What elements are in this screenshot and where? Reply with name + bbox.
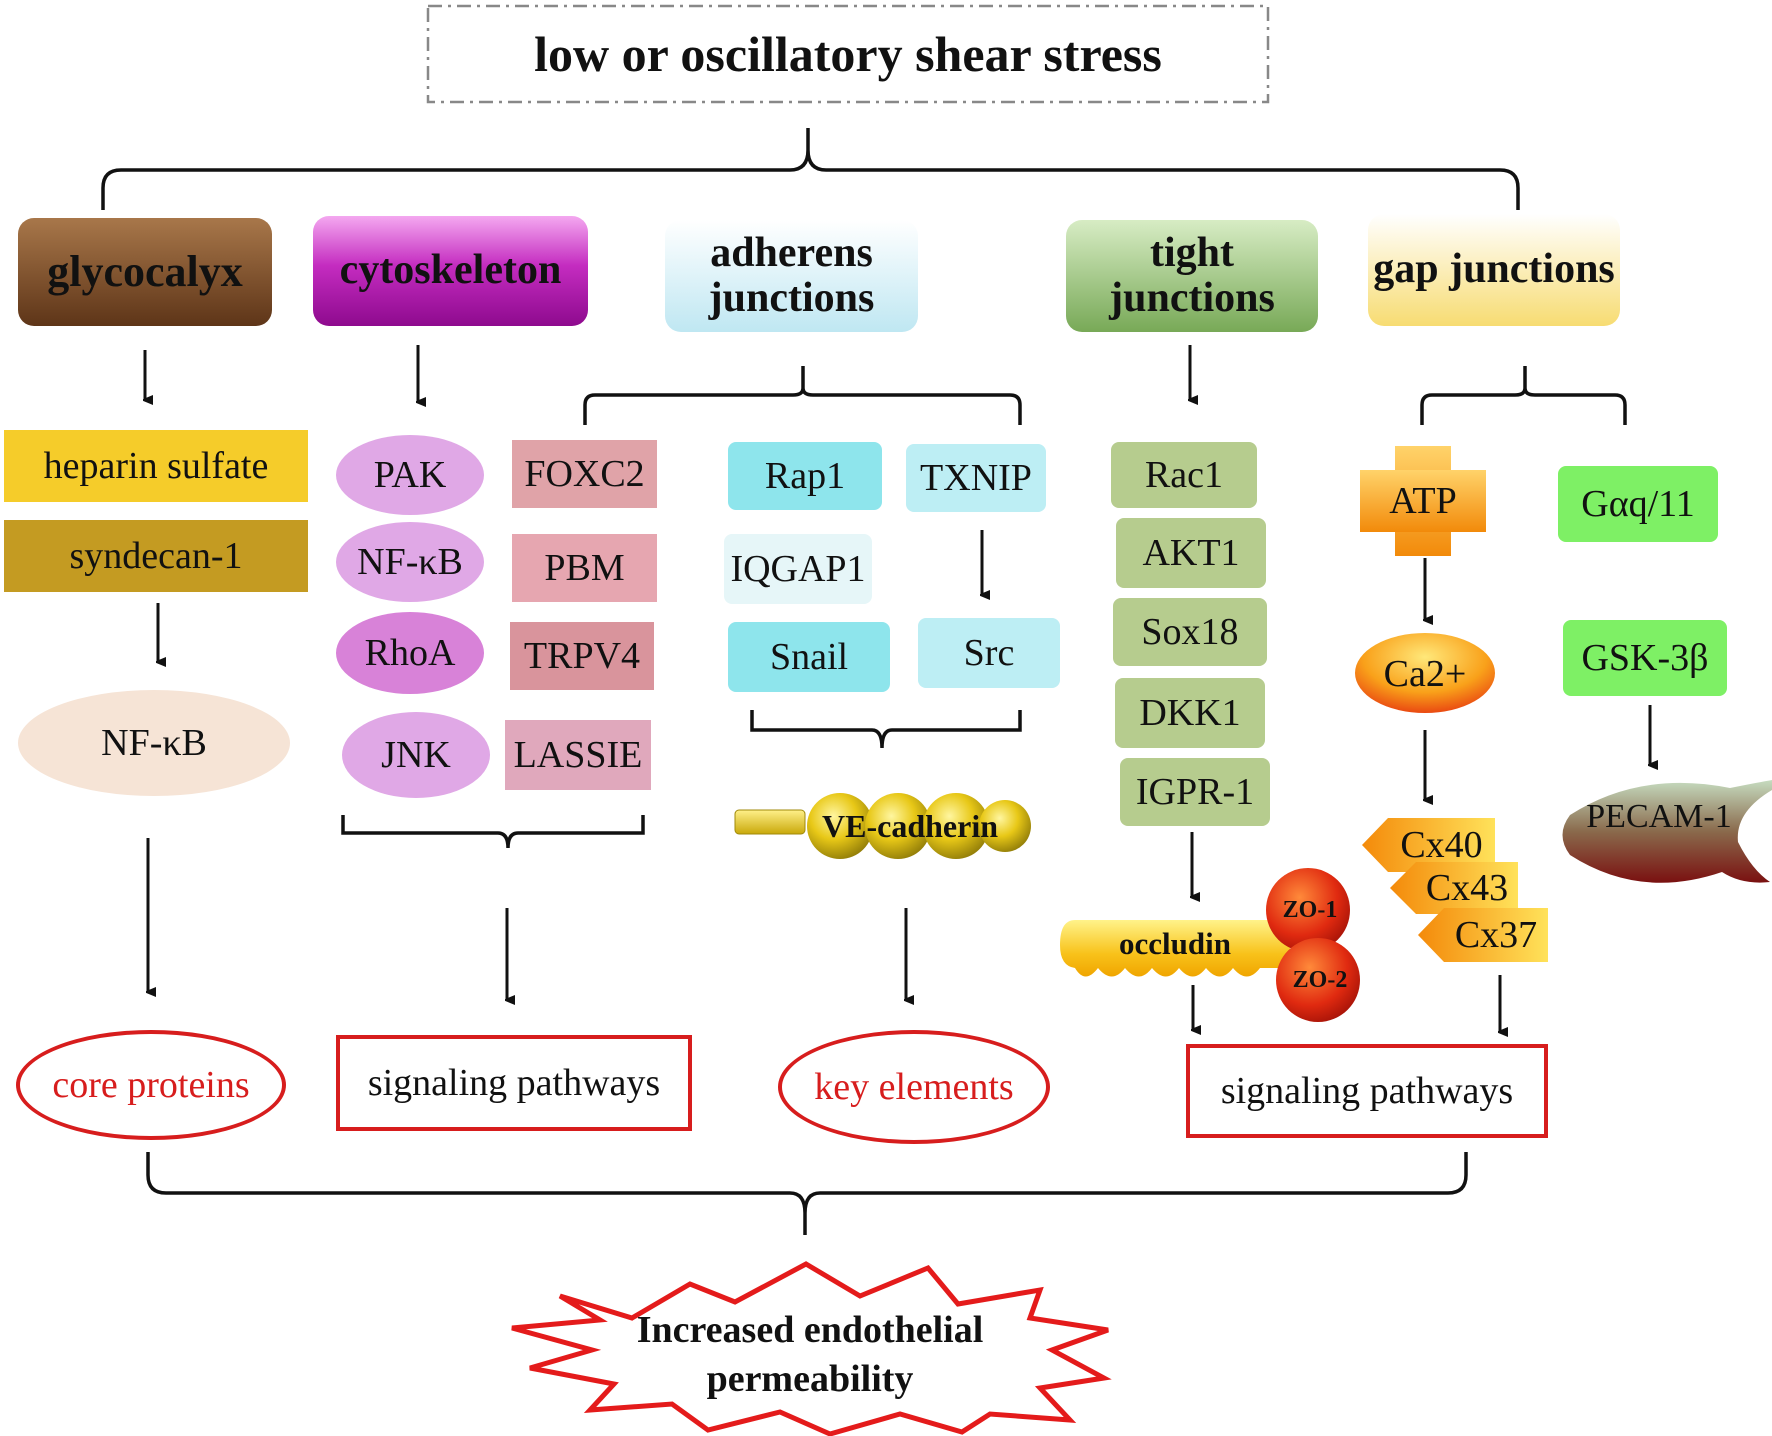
category-cytoskeleton: cytoskeleton: [339, 247, 562, 294]
occludin-molecule: [1060, 868, 1360, 1022]
node-dkk1: DKK1: [1115, 678, 1265, 748]
label-ve-cadherin: VE-cadherin: [822, 807, 998, 844]
outcome-key-elements: key elements: [778, 1030, 1050, 1144]
cx40-shape: [1362, 818, 1495, 872]
node-gaq-11: Gαq/11: [1558, 466, 1718, 542]
node-rac1: Rac1: [1111, 442, 1257, 508]
node-syndecan-1: syndecan-1: [4, 520, 308, 592]
category-glycocalyx: glycocalyx: [47, 247, 243, 297]
node-sox18: Sox18: [1113, 598, 1267, 666]
label-occludin: occludin: [1119, 926, 1231, 961]
node-ca2: Ca2+: [1383, 653, 1467, 695]
node-nf-kb-glycocalyx: NF-κB: [18, 690, 290, 796]
pecam-shape: [1562, 780, 1772, 883]
adherens-lower-brace: [750, 710, 1022, 749]
node-akt1: AKT1: [1116, 518, 1266, 588]
node-snail: Snail: [728, 622, 890, 692]
outcome-signaling-pathways-cytoskeleton: signaling pathways: [336, 1035, 692, 1131]
atp-cross-shape: [1360, 446, 1486, 556]
node-gsk-3b: GSK-3β: [1563, 620, 1727, 696]
node-pecam-1: PECAM-1: [1586, 798, 1732, 835]
node-atp: ATP: [1389, 480, 1457, 522]
final-outcome: Increased endothelial permeability: [636, 1308, 984, 1400]
node-rhoa: RhoA: [336, 612, 484, 694]
category-tight-junctions: tight junctions: [1109, 229, 1275, 321]
diagram-title: low or oscillatory shear stress: [534, 26, 1162, 82]
node-igpr-1: IGPR-1: [1120, 758, 1270, 826]
node-iqgap1: IQGAP1: [724, 534, 872, 604]
gap-header-bg: [1368, 214, 1620, 326]
node-foxc2: FOXC2: [512, 440, 657, 508]
outcome-signaling-pathways-shared: signaling pathways: [1186, 1044, 1548, 1138]
outcome-core-proteins: core proteins: [16, 1030, 286, 1140]
final-starburst: [511, 1261, 1112, 1436]
node-trpv4: TRPV4: [510, 622, 654, 690]
ve-cadherin-molecule: [734, 793, 1031, 859]
ca-ellipse-shape: [1355, 633, 1495, 713]
category-gap-junctions: gap junctions: [1373, 246, 1615, 293]
node-txnip: TXNIP: [906, 444, 1046, 512]
node-src: Src: [918, 618, 1060, 688]
tight-header-bg: [1066, 220, 1318, 332]
node-cx40: Cx40: [1400, 824, 1483, 866]
top-brace: [101, 128, 1520, 210]
glycocalyx-header-bg: [18, 218, 272, 326]
category-adherens-junctions: adherens junctions: [708, 229, 875, 321]
label-zo-2: ZO-2: [1292, 966, 1348, 993]
node-jnk: JNK: [342, 712, 490, 798]
node-pak: PAK: [336, 435, 484, 515]
node-nf-kb-cytoskeleton: NF-κB: [336, 522, 484, 602]
title-frame: [426, 4, 1270, 104]
node-lassie: LASSIE: [505, 720, 651, 790]
gap-brace: [1420, 366, 1627, 425]
node-cx37: Cx37: [1454, 914, 1538, 956]
node-heparin-sulfate: heparin sulfate: [4, 430, 308, 502]
node-pbm: PBM: [512, 534, 657, 602]
cx43-shape: [1390, 862, 1518, 914]
cytoskeleton-brace: [341, 815, 645, 849]
label-zo-1: ZO-1: [1282, 896, 1338, 923]
adherens-header-bg: [665, 220, 918, 332]
cx37-shape: [1418, 908, 1548, 962]
cytoskeleton-header-bg: [313, 216, 588, 326]
node-rap1: Rap1: [728, 442, 882, 510]
node-cx43: Cx43: [1425, 867, 1509, 909]
adherens-brace: [583, 366, 1022, 425]
bottom-brace: [146, 1152, 1468, 1235]
